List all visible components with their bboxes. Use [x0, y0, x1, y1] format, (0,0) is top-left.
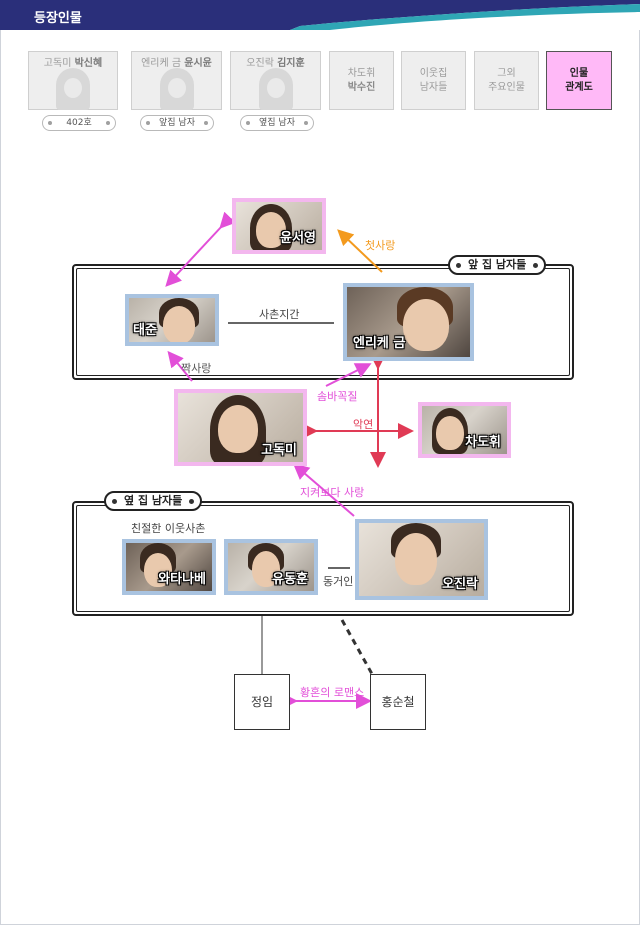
tab-role: 오진락	[246, 58, 274, 69]
page-title: 등장인물	[34, 11, 82, 26]
badge-front-house: 앞집 남자	[140, 115, 214, 131]
label-fate: 악연	[353, 418, 374, 431]
character-name: 차도휘	[465, 435, 501, 450]
card-taejun[interactable]: 태준	[125, 294, 219, 346]
label-first-love: 첫사랑	[365, 239, 396, 252]
tab-ojinrak[interactable]: 오진락 김지훈	[230, 51, 321, 110]
tab-line2: 관계도	[565, 82, 593, 93]
card-chadohwi[interactable]: 차도휘	[418, 402, 511, 458]
card-watanabe[interactable]: 와타나베	[122, 539, 216, 595]
card-godokmi[interactable]: 고독미	[174, 389, 307, 466]
character-photo	[236, 202, 322, 250]
tab-actor: 윤시윤	[184, 58, 212, 69]
label-roommate: 동거인	[323, 575, 354, 588]
card-yoonseoyoung[interactable]: 윤서영	[232, 198, 326, 254]
character-photo	[228, 543, 314, 591]
header-bar: 등장인물	[0, 0, 640, 30]
character-photo	[178, 393, 303, 462]
thumbnail-photo	[159, 68, 194, 110]
badge-side-house: 옆집 남자	[240, 115, 314, 131]
label-twilight-romance: 황혼의 로맨스	[300, 686, 365, 699]
tab-line2: 주요인물	[488, 82, 525, 93]
thumbnail-photo	[258, 68, 293, 110]
tab-line1: 차도휘	[347, 68, 376, 79]
tab-role: 엔리케 금	[141, 58, 182, 69]
character-name: 고독미	[261, 443, 297, 458]
character-name: 엔리케 금	[353, 336, 406, 351]
side-house-label: 옆 집 남자들	[104, 491, 203, 511]
card-ojinrak[interactable]: 오진락	[355, 519, 488, 600]
tab-line1: 인물	[569, 68, 589, 79]
tab-line2: 남자들	[419, 82, 448, 93]
header-banner	[0, 0, 640, 30]
tab-line2: 박수진	[347, 82, 376, 93]
character-name: 와타나베	[158, 572, 206, 587]
label-puppy-love: 솜바꼭질	[317, 390, 358, 403]
card-yoodonghoon[interactable]: 유동훈	[224, 539, 318, 595]
character-photo	[422, 406, 507, 454]
character-photo	[129, 298, 215, 342]
character-photo	[347, 287, 470, 357]
tab-line1: 그외	[497, 68, 516, 79]
tab-line1: 이웃집	[419, 68, 448, 79]
character-name: 오진락	[442, 577, 478, 592]
side-house-group	[72, 501, 574, 616]
card-hongsuncheol[interactable]: 홍순철	[370, 674, 426, 730]
card-enrique[interactable]: 엔리케 금	[343, 283, 474, 361]
character-photo	[359, 523, 484, 596]
front-house-group	[72, 264, 574, 380]
tab-actor: 박신혜	[74, 58, 103, 69]
tab-godokmi[interactable]: 고독미 박신혜	[28, 51, 118, 110]
label-crush: 짝사랑	[181, 362, 212, 375]
badge-402: 402호	[42, 115, 116, 131]
tab-role: 고독미	[43, 58, 72, 69]
character-name: 태준	[133, 323, 157, 338]
tab-enrique[interactable]: 엔리케 금 윤시윤	[131, 51, 222, 110]
character-name: 유동훈	[272, 572, 308, 587]
front-house-label: 앞 집 남자들	[448, 255, 547, 275]
character-photo	[126, 543, 212, 591]
card-jeongim[interactable]: 정임	[234, 674, 290, 730]
tab-actor: 김지훈	[277, 58, 305, 69]
label-watching-love: 지켜보다 사랑	[300, 486, 365, 499]
label-kind-cousin: 친절한 이웃사촌	[131, 522, 206, 535]
character-name: 윤서영	[280, 231, 316, 246]
thumbnail-photo	[56, 68, 90, 110]
label-cousins: 사촌지간	[259, 308, 300, 321]
